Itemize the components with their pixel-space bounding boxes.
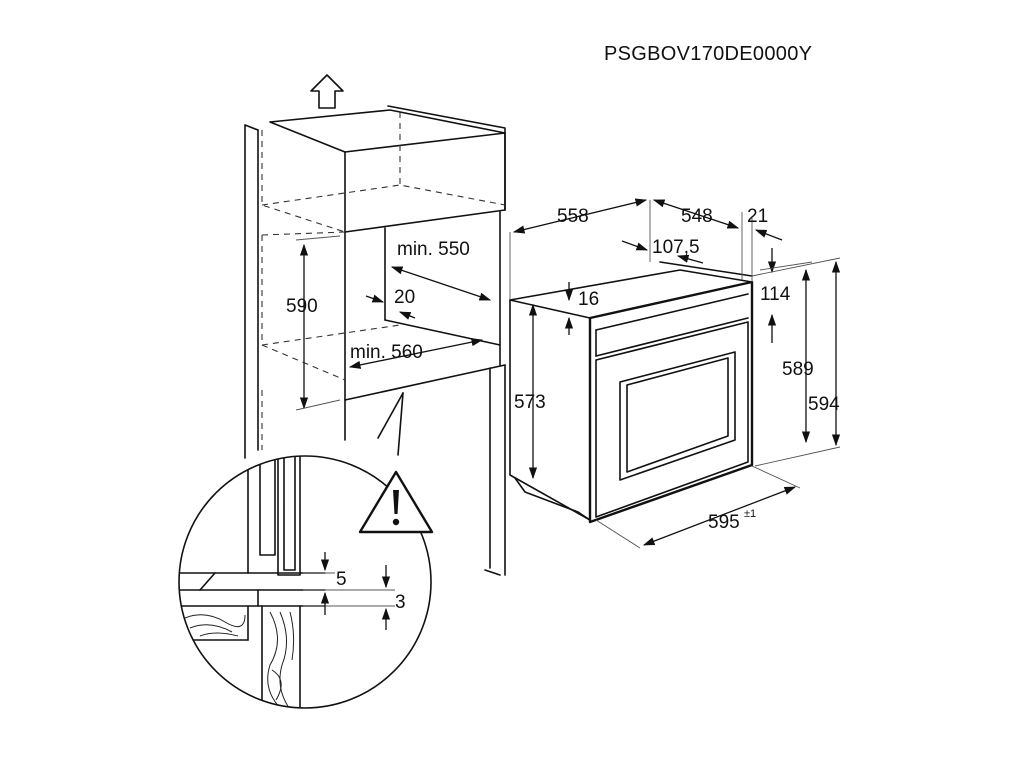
oven [509, 261, 754, 524]
oven-depth-body-label: 558 [557, 206, 589, 227]
model-code: PSGBOV170DE0000Y [604, 43, 812, 65]
detail-gap-top-label: 5 [336, 569, 347, 590]
oven-top-gap-label: 16 [578, 289, 599, 310]
oven-door-depth-label: 107,5 [652, 237, 700, 258]
oven-control-panel-label: 114 [760, 284, 791, 305]
niche-min-width-label: min. 550 [397, 239, 470, 260]
niche-gap-label: 20 [394, 287, 415, 308]
warning-icon [358, 470, 434, 534]
niche-height-label: 590 [286, 296, 318, 317]
oven-front-height-label: 594 [808, 394, 840, 415]
oven-width-label: 595 [708, 512, 740, 533]
niche-min-depth-label: min. 560 [350, 342, 423, 363]
niche-dimensions: 590 min. 550 20 min. 560 [286, 235, 492, 411]
oven-width-tolerance: ±1 [744, 508, 756, 520]
oven-depth-total-label: 548 [681, 206, 713, 227]
oven-front-offset-label: 21 [747, 206, 768, 227]
cabinet [244, 105, 506, 576]
oven-body-height-label: 573 [514, 392, 546, 413]
oven-dimensions: 558 548 21 107,5 16 114 573 589 594 [509, 198, 840, 549]
detail-gap-bottom-label: 3 [395, 592, 406, 613]
oven-front-height-inner-label: 589 [782, 359, 814, 380]
up-arrow-icon [310, 74, 344, 109]
